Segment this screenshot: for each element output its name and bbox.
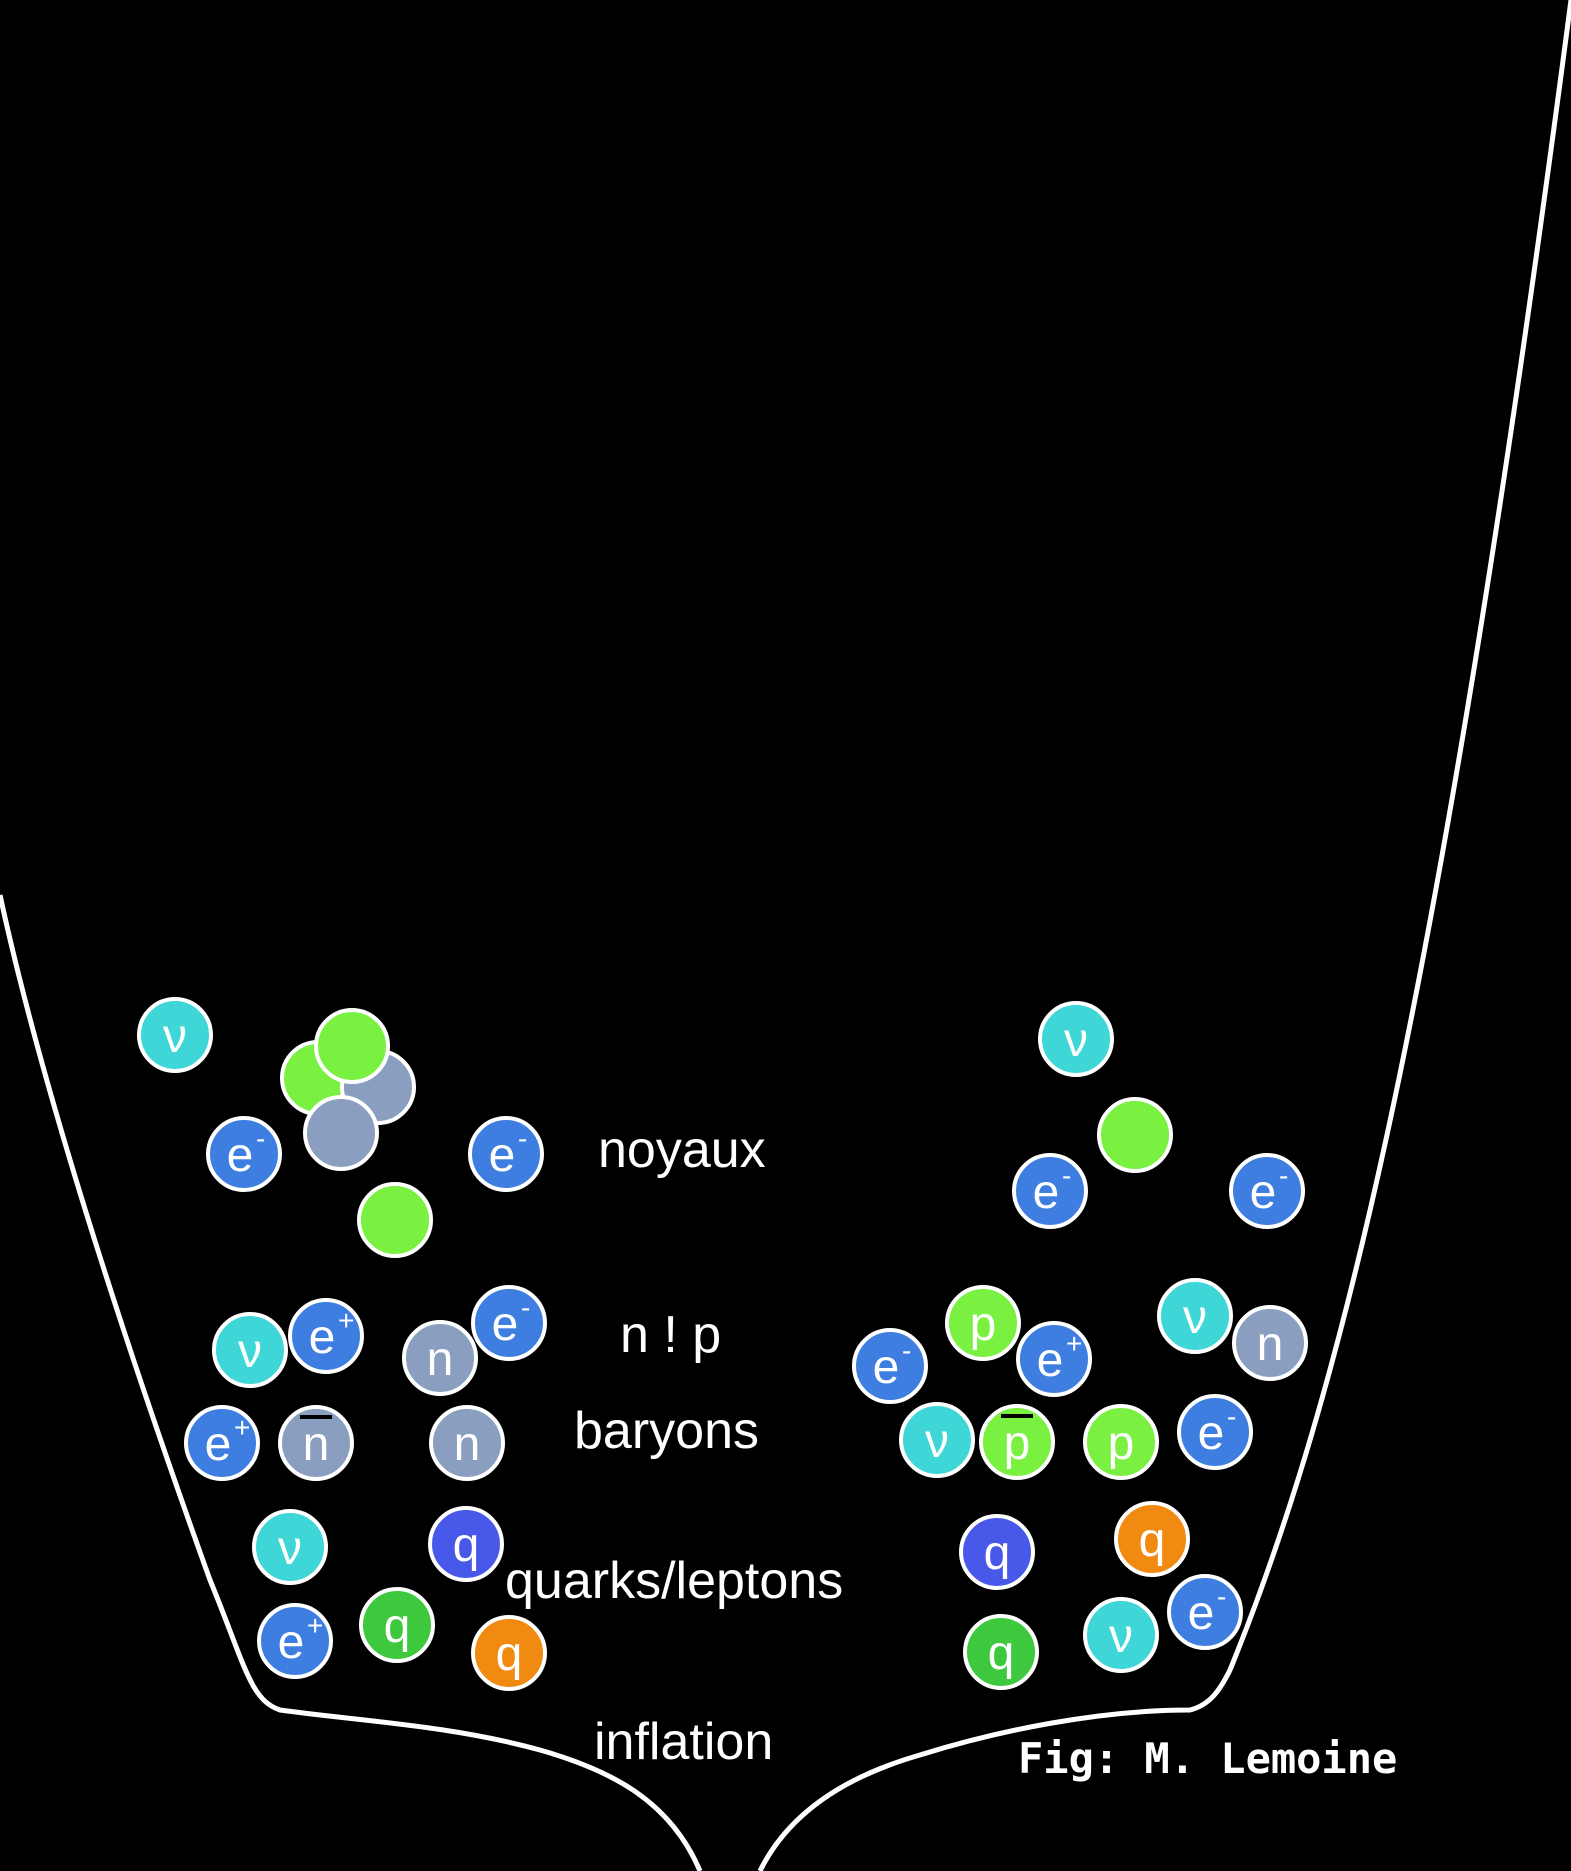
particle-symbol: ν (925, 1415, 949, 1468)
neutron-particle: n (1232, 1305, 1308, 1381)
neutrino-particle: ν (1157, 1278, 1233, 1354)
particle-charge: - (902, 1335, 911, 1366)
electron-particle: e- (471, 1285, 547, 1361)
electron-particle: e- (206, 1116, 282, 1192)
particle-symbol: e (227, 1129, 254, 1182)
particle-symbol: ν (1064, 1014, 1088, 1067)
particle-symbol: e (205, 1418, 232, 1471)
particle-charge: - (256, 1123, 265, 1154)
particle-symbol: e (1188, 1587, 1215, 1640)
proton-particle: p (945, 1285, 1021, 1361)
particle-charge: - (1217, 1581, 1226, 1612)
nucleus-neutron (303, 1095, 379, 1171)
particle-symbol: q (453, 1519, 480, 1572)
particle-charge: - (518, 1123, 527, 1154)
electron-particle: e- (1229, 1153, 1305, 1229)
particle-symbol: p (970, 1298, 997, 1351)
quark-particle: q (959, 1514, 1035, 1590)
figure-credit: Fig: M. Lemoine (1018, 1734, 1397, 1783)
cup-outline (0, 894, 703, 1871)
particle-symbol: q (988, 1627, 1015, 1680)
cup-outline-right (757, 0, 1571, 1871)
neutron-particle: n (429, 1405, 505, 1481)
particle-symbol: ν (163, 1010, 187, 1063)
electron-particle: e- (1012, 1153, 1088, 1229)
electron-particle: e- (1167, 1574, 1243, 1650)
positron-particle: e+ (184, 1405, 260, 1481)
neutrino-particle: ν (1083, 1597, 1159, 1673)
electron-particle: e- (852, 1328, 928, 1404)
label-baryons: baryons (574, 1402, 759, 1460)
particle-charge: - (1279, 1160, 1288, 1191)
quark-particle: q (1114, 1501, 1190, 1577)
particle-symbol: q (1139, 1514, 1166, 1567)
particle-symbol: e (489, 1129, 516, 1182)
label-noyaux: noyaux (598, 1121, 766, 1179)
particle-symbol: e (873, 1341, 900, 1394)
quark-particle: q (471, 1615, 547, 1691)
neutrino-particle: ν (252, 1509, 328, 1585)
particle-charge: + (1066, 1328, 1082, 1359)
neutrino-particle: ν (137, 997, 213, 1073)
particle-symbol: e (1037, 1334, 1064, 1387)
label-n-to-p: n ! p (620, 1306, 721, 1364)
antineutron-particle: n (278, 1405, 354, 1481)
particle-symbol: q (984, 1527, 1011, 1580)
neutrino-particle: ν (212, 1312, 288, 1388)
particle-symbol: p (1108, 1417, 1135, 1470)
proton-particle: p (1083, 1404, 1159, 1480)
particle-symbol: ν (1183, 1291, 1207, 1344)
nucleus-proton (1097, 1097, 1173, 1173)
quark-particle: q (428, 1506, 504, 1582)
particle-charge: - (521, 1292, 530, 1323)
particle-symbol: q (384, 1600, 411, 1653)
particle-symbol: p (1004, 1417, 1031, 1470)
positron-particle: e+ (288, 1298, 364, 1374)
particle-symbol: n (303, 1418, 330, 1471)
particle-symbol: e (309, 1311, 336, 1364)
particle-symbol: e (278, 1616, 305, 1669)
particle-symbol: e (492, 1298, 519, 1351)
particle-charge: + (307, 1610, 323, 1641)
neutron-particle: n (402, 1320, 478, 1396)
neutrino-particle: ν (1038, 1001, 1114, 1077)
particle-symbol: ν (278, 1522, 302, 1575)
label-quarks-leptons: quarks/leptons (505, 1552, 843, 1610)
electron-particle: e- (468, 1116, 544, 1192)
electron-particle: e- (1177, 1394, 1253, 1470)
particle-charge: + (338, 1305, 354, 1336)
particle-symbol: ν (1109, 1610, 1133, 1663)
outside-left (0, 895, 700, 1871)
positron-particle: e+ (257, 1603, 333, 1679)
label-inflation: inflation (594, 1713, 773, 1771)
particle-symbol: n (1257, 1318, 1284, 1371)
positron-particle: e+ (1016, 1321, 1092, 1397)
particle-symbol: e (1198, 1407, 1225, 1460)
outside-right (760, 0, 1571, 1871)
quark-particle: q (359, 1587, 435, 1663)
particle-symbol: n (454, 1418, 481, 1471)
antiproton-particle: p (979, 1404, 1055, 1480)
nucleus-proton (357, 1182, 433, 1258)
particle-symbol: n (427, 1333, 454, 1386)
particle-symbol: e (1033, 1166, 1060, 1219)
particle-symbol: ν (238, 1325, 262, 1378)
quark-particle: q (963, 1614, 1039, 1690)
particle-symbol: q (496, 1628, 523, 1681)
particle-charge: - (1062, 1160, 1071, 1191)
neutrino-particle: ν (899, 1402, 975, 1478)
nucleus-proton (314, 1008, 390, 1084)
particle-symbol: e (1250, 1166, 1277, 1219)
particle-charge: - (1227, 1401, 1236, 1432)
particle-charge: + (234, 1412, 250, 1443)
